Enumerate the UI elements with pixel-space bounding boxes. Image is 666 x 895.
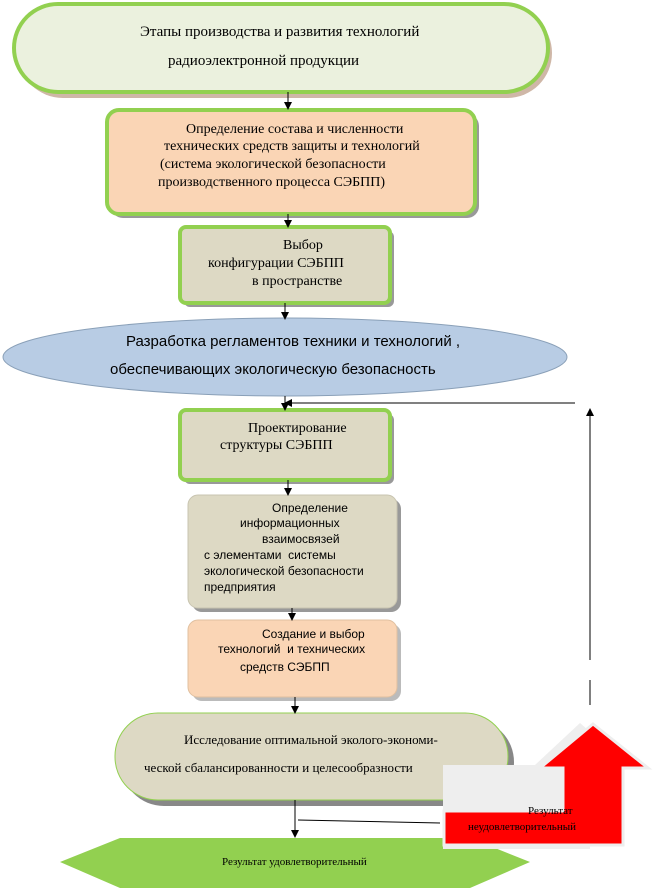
configuration-line-1: Выбор <box>283 238 323 253</box>
unsatisfactory-arrow <box>442 722 653 847</box>
regulations-line-2: обеспечивающих экологическую безопасност… <box>110 361 436 378</box>
unsatisfactory-line-2: неудовлетворительный <box>468 821 576 833</box>
regulations-line-1: Разработка регламентов техники и техноло… <box>126 333 461 350</box>
links-line-3: взаимосвязей <box>262 532 340 546</box>
links-line-4: с элементами системы <box>204 548 336 562</box>
links-line-1: Определение <box>272 501 348 515</box>
creation-line-3: средств СЭБПП <box>240 660 330 674</box>
composition-line-1: Определение состава и численности <box>186 122 404 137</box>
unsatisfactory-line-1: Результат <box>528 805 573 817</box>
node-composition <box>105 108 477 216</box>
creation-line-1: Создание и выбор <box>262 627 365 641</box>
links-line-5: экологической безопасности <box>204 564 364 578</box>
node-research <box>114 712 509 801</box>
creation-line-2: технологий и технических <box>218 642 366 656</box>
node-satisfactory <box>60 838 530 888</box>
composition-line-2: технических средств защиты и технологий <box>164 139 420 154</box>
configuration-line-3: в пространстве <box>252 274 343 289</box>
node-stages <box>12 2 550 94</box>
stages-line-1: Этапы производства и развития технологий <box>140 24 420 40</box>
links-line-2: информационных <box>240 516 340 530</box>
stages-line-2: радиоэлектронной продукции <box>168 53 360 69</box>
configuration-line-2: конфигурации СЭБПП <box>208 256 344 271</box>
design-line-2: структуры СЭБПП <box>220 438 333 453</box>
links-line-6: предприятия <box>204 580 276 594</box>
design-line-1: Проектирование <box>248 421 347 436</box>
research-line-2: ческой сбалансированности и целесообразн… <box>144 760 413 775</box>
composition-line-3: (система экологической безопасности <box>160 157 386 172</box>
satisfactory-label: Результат удовлетворительный <box>222 856 367 868</box>
composition-line-4: производственного процесса СЭБПП) <box>158 175 386 190</box>
node-regulations <box>2 317 568 397</box>
research-line-1: Исследование оптимальной эколого-экономи… <box>184 732 438 747</box>
